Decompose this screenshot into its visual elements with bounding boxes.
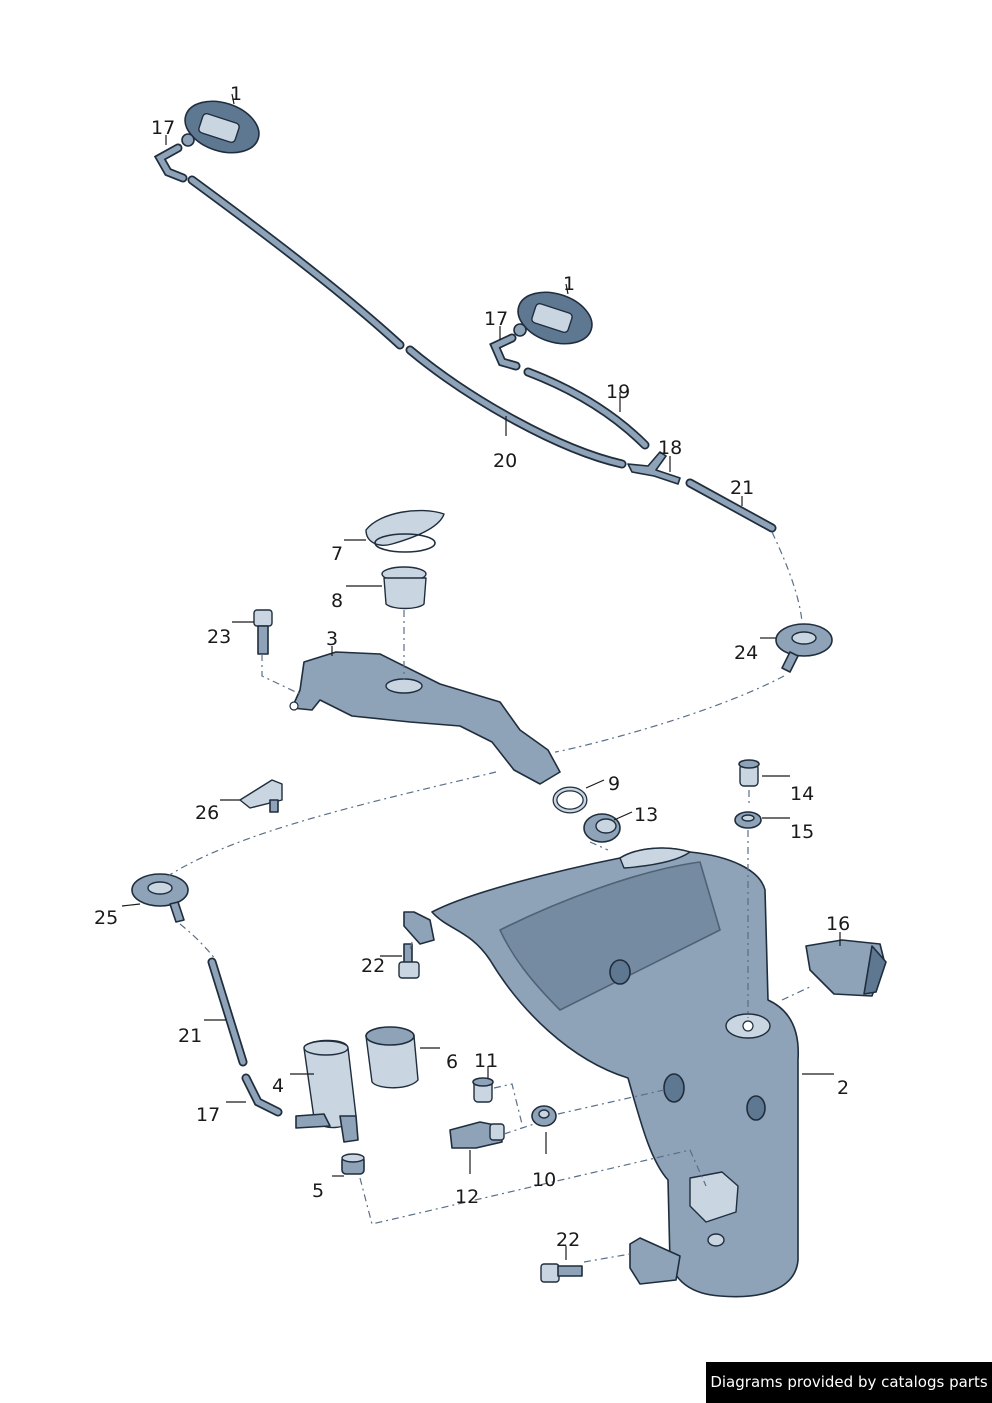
callout-11: 11	[474, 1050, 498, 1072]
callout-1-right: 1	[563, 273, 575, 295]
callout-2: 2	[837, 1077, 849, 1099]
callout-16: 16	[826, 913, 850, 935]
level-sensor-12	[449, 1121, 505, 1149]
callout-8: 8	[331, 590, 343, 612]
washer-pump-4	[295, 1039, 359, 1143]
grommet-5	[341, 1153, 365, 1175]
callout-7: 7	[331, 543, 343, 565]
callout-26: 26	[195, 802, 219, 824]
grommet-25	[131, 873, 189, 923]
bracket-16	[805, 939, 887, 997]
callout-22-lower: 22	[556, 1229, 580, 1251]
callout-12: 12	[455, 1186, 479, 1208]
small-hose-connectors	[153, 143, 521, 1117]
callout-13: 13	[634, 804, 658, 826]
leader-lines	[121, 93, 841, 1260]
clip-14	[738, 759, 760, 787]
washer-nozzle-1-right	[513, 291, 593, 345]
hose-21-lower	[207, 957, 248, 1067]
callout-3: 3	[326, 628, 338, 650]
hose-21-upper	[685, 478, 777, 533]
callout-15: 15	[790, 821, 814, 843]
grommet-24	[775, 623, 833, 673]
bolt-22-upper	[398, 943, 420, 979]
filler-neck-3	[289, 651, 561, 785]
callout-17-lower: 17	[196, 1104, 220, 1126]
bolt-23	[253, 609, 273, 655]
callout-numbers: 1 17 1 17 19 20 18 21 7 8 3 23 24 9 13 1…	[94, 83, 850, 1251]
callout-21-upper: 21	[730, 477, 754, 499]
credit-banner: Diagrams provided by catalogs parts	[706, 1362, 992, 1403]
strainer-8	[381, 566, 427, 610]
clip-11	[472, 1077, 494, 1103]
callout-6: 6	[446, 1051, 458, 1073]
callout-4: 4	[272, 1075, 284, 1097]
callout-17-right: 17	[484, 308, 508, 330]
callout-17-left: 17	[151, 117, 175, 139]
callout-9: 9	[608, 773, 620, 795]
sleeve-6	[365, 1026, 419, 1089]
bolt-22-lower	[540, 1263, 583, 1283]
callout-25: 25	[94, 907, 118, 929]
y-connector-18	[627, 451, 681, 485]
callout-22-upper: 22	[361, 955, 385, 977]
callout-23: 23	[207, 626, 231, 648]
filler-cap-7	[365, 509, 445, 553]
callout-1-left: 1	[230, 83, 242, 105]
grommet-15	[734, 811, 762, 829]
hose-20	[187, 175, 627, 469]
grommet-10	[531, 1105, 557, 1127]
callout-10: 10	[532, 1169, 556, 1191]
routing-lines	[167, 531, 813, 1263]
callout-14: 14	[790, 783, 814, 805]
seal-ring-9	[552, 786, 588, 814]
washer-nozzle-1-left	[181, 100, 260, 154]
callout-19: 19	[606, 381, 630, 403]
callout-5: 5	[312, 1180, 324, 1202]
callout-24: 24	[734, 642, 758, 664]
callout-18: 18	[658, 437, 682, 459]
washer-reservoir-2	[403, 847, 800, 1298]
callout-20: 20	[493, 450, 517, 472]
bushing-13	[583, 813, 621, 843]
callout-21-lower: 21	[178, 1025, 202, 1047]
hose-19	[523, 367, 650, 450]
bracket-26	[239, 779, 283, 813]
